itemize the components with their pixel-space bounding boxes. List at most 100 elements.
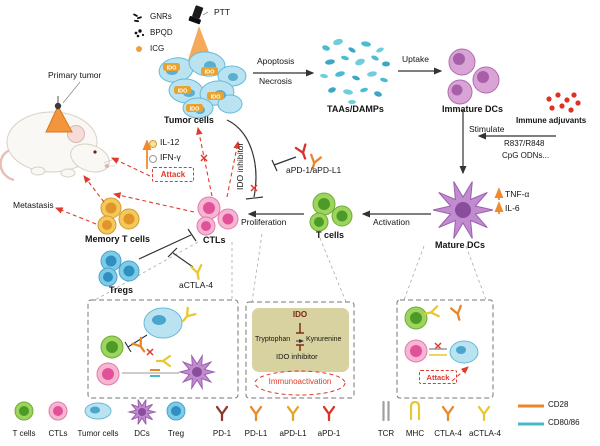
ido-badge-label: IDO: [178, 88, 189, 94]
legend-mhc-label: MHC: [405, 429, 425, 438]
immunoactivation-oval: [254, 370, 346, 396]
icg-icon: [136, 46, 142, 52]
bpqd-label: BPQD: [150, 28, 173, 37]
tumor-cells-label: Tumor cells: [164, 115, 214, 125]
legend-tumor-cell-icon: [84, 402, 112, 420]
tumor-site-cone: [45, 104, 73, 133]
memory-t-cells-label: Memory T cells: [85, 234, 151, 244]
actla4-label: aCTLA-4: [179, 280, 214, 290]
gnrs-icon: [133, 13, 142, 23]
apd1-antibody-icon: [294, 143, 311, 162]
bpqd-icon: [134, 29, 145, 38]
primary-tumor-pointer: [62, 81, 81, 104]
ctls-label: CTLs: [203, 235, 226, 245]
uptake-label: Uptake: [402, 54, 429, 64]
legend-apd1-icon: [322, 405, 336, 422]
ifng-icon: [149, 155, 157, 163]
taas-damps-label: TAAs/DAMPs: [327, 104, 384, 114]
primary-tumor-label: Primary tumor: [48, 70, 102, 80]
ctls-cluster: [196, 196, 239, 236]
legend-pdl1-icon: [249, 405, 263, 422]
detail-box-ido-mechanism: [245, 301, 355, 399]
gnrs-label: GNRs: [150, 12, 172, 21]
box3-contents: [404, 304, 479, 364]
ido-badges: IDO IDO IDO IDO IDO: [163, 63, 224, 112]
mouse-eye: [93, 150, 97, 154]
legend-pd1-icon: [215, 405, 229, 422]
metastasis-label: Metastasis: [13, 200, 54, 210]
legend-treg-label: Treg: [167, 429, 185, 438]
legend-apdl1-icon: [286, 405, 300, 422]
tnf-alpha-label: TNF-α: [505, 189, 530, 199]
blocked-cross-marks: [146, 154, 442, 356]
memory-t-cells-cluster: [97, 197, 140, 235]
legend-ctla4-icon: [441, 405, 455, 422]
legend-pd1-label: PD-1: [212, 429, 232, 438]
immune-adjuvants-icon: [546, 92, 581, 113]
antibody-icon: [155, 354, 172, 368]
kynurenine-label: Kynurenine: [306, 336, 342, 343]
legend-t-cell-icon: [14, 401, 34, 421]
legend-cd80-86-label: CD80/86: [548, 418, 580, 427]
t-cells-label: T cells: [316, 230, 345, 240]
detail-box-attack: [396, 299, 494, 399]
legend-t-cells-label: T cells: [12, 429, 36, 438]
tryptophan-label: Tryptophan: [255, 336, 291, 343]
legend-dc-icon: [127, 399, 157, 425]
mature-dcs-label: Mature DCs: [435, 240, 486, 250]
adjuvant-names-line1: R837/R848: [504, 139, 545, 148]
ifn-gamma-label: IFN-γ: [160, 152, 181, 162]
il-12-label: IL-12: [160, 137, 180, 147]
necrosis-label: Necrosis: [259, 76, 293, 86]
mouse-illustration: [0, 96, 115, 182]
attack-box-detail: Attack: [419, 370, 457, 384]
legend-ctl-icon: [48, 401, 68, 421]
legend-tcr-icon: [382, 400, 390, 422]
ptt-label: PTT: [214, 7, 231, 17]
tregs-cluster: [98, 250, 140, 287]
box1-contents: [96, 306, 216, 391]
proliferation-label: Proliferation: [241, 217, 287, 227]
box-connector-lines: [94, 233, 487, 303]
legend-dcs-label: DCs: [134, 429, 150, 438]
il12-icon: [149, 140, 157, 148]
legend-actla4-label: aCTLA-4: [468, 429, 501, 438]
apoptosis-label: Apoptosis: [257, 56, 295, 66]
legend-ctls-label: CTLs: [48, 429, 68, 438]
immature-dcs-label: Immature DCs: [442, 104, 504, 114]
cytokine-up-arrows: [142, 139, 504, 214]
attack-label: Attack: [160, 170, 186, 179]
il-6-label: IL-6: [505, 203, 520, 213]
mature-dc-cell: [432, 181, 494, 239]
tumor-cells-cluster: IDO IDO IDO IDO IDO: [158, 51, 247, 119]
legend-actla4-icon: [477, 405, 491, 422]
legend-ctla4-label: CTLA-4: [434, 429, 462, 438]
attack-dashed-arrows: [54, 126, 469, 382]
taas-damps-fragments: [320, 38, 390, 104]
ido-badge-label: IDO: [211, 94, 222, 100]
ido-inhibitor-vertical-label: IDO inhibitor: [235, 142, 245, 190]
adjuvant-names-line2: CpG ODNs...: [502, 151, 550, 160]
detail-box-ctl-interaction: [87, 299, 239, 399]
box2-internals: [296, 323, 304, 351]
legend-apd1-label: aPD-1: [317, 429, 341, 438]
process-arrows: [247, 67, 556, 218]
ido-badge-label: IDO: [190, 106, 201, 112]
antibody-icon: [449, 304, 466, 323]
legend-pdl1-label: PD-L1: [244, 429, 268, 438]
immune-adjuvants-label: Immune adjuvants: [516, 116, 587, 125]
legend-tumor-cells-label: Tumor cells: [77, 429, 119, 438]
mouse-ear: [67, 125, 85, 143]
icg-label: ICG: [150, 44, 165, 53]
antibody-icon: [131, 336, 150, 356]
tregs-label: Tregs: [109, 285, 134, 295]
legend-mhc-icon: [409, 400, 421, 420]
immunoactivation-label: Immunoactivation: [268, 377, 332, 386]
ido-badge-label: IDO: [205, 69, 216, 75]
legend-apdl1-label: aPD-L1: [279, 429, 307, 438]
t-cells-cluster: [309, 192, 353, 232]
attack-box-main: Attack: [152, 167, 194, 182]
mechanism-ido-label: IDO: [292, 310, 308, 319]
